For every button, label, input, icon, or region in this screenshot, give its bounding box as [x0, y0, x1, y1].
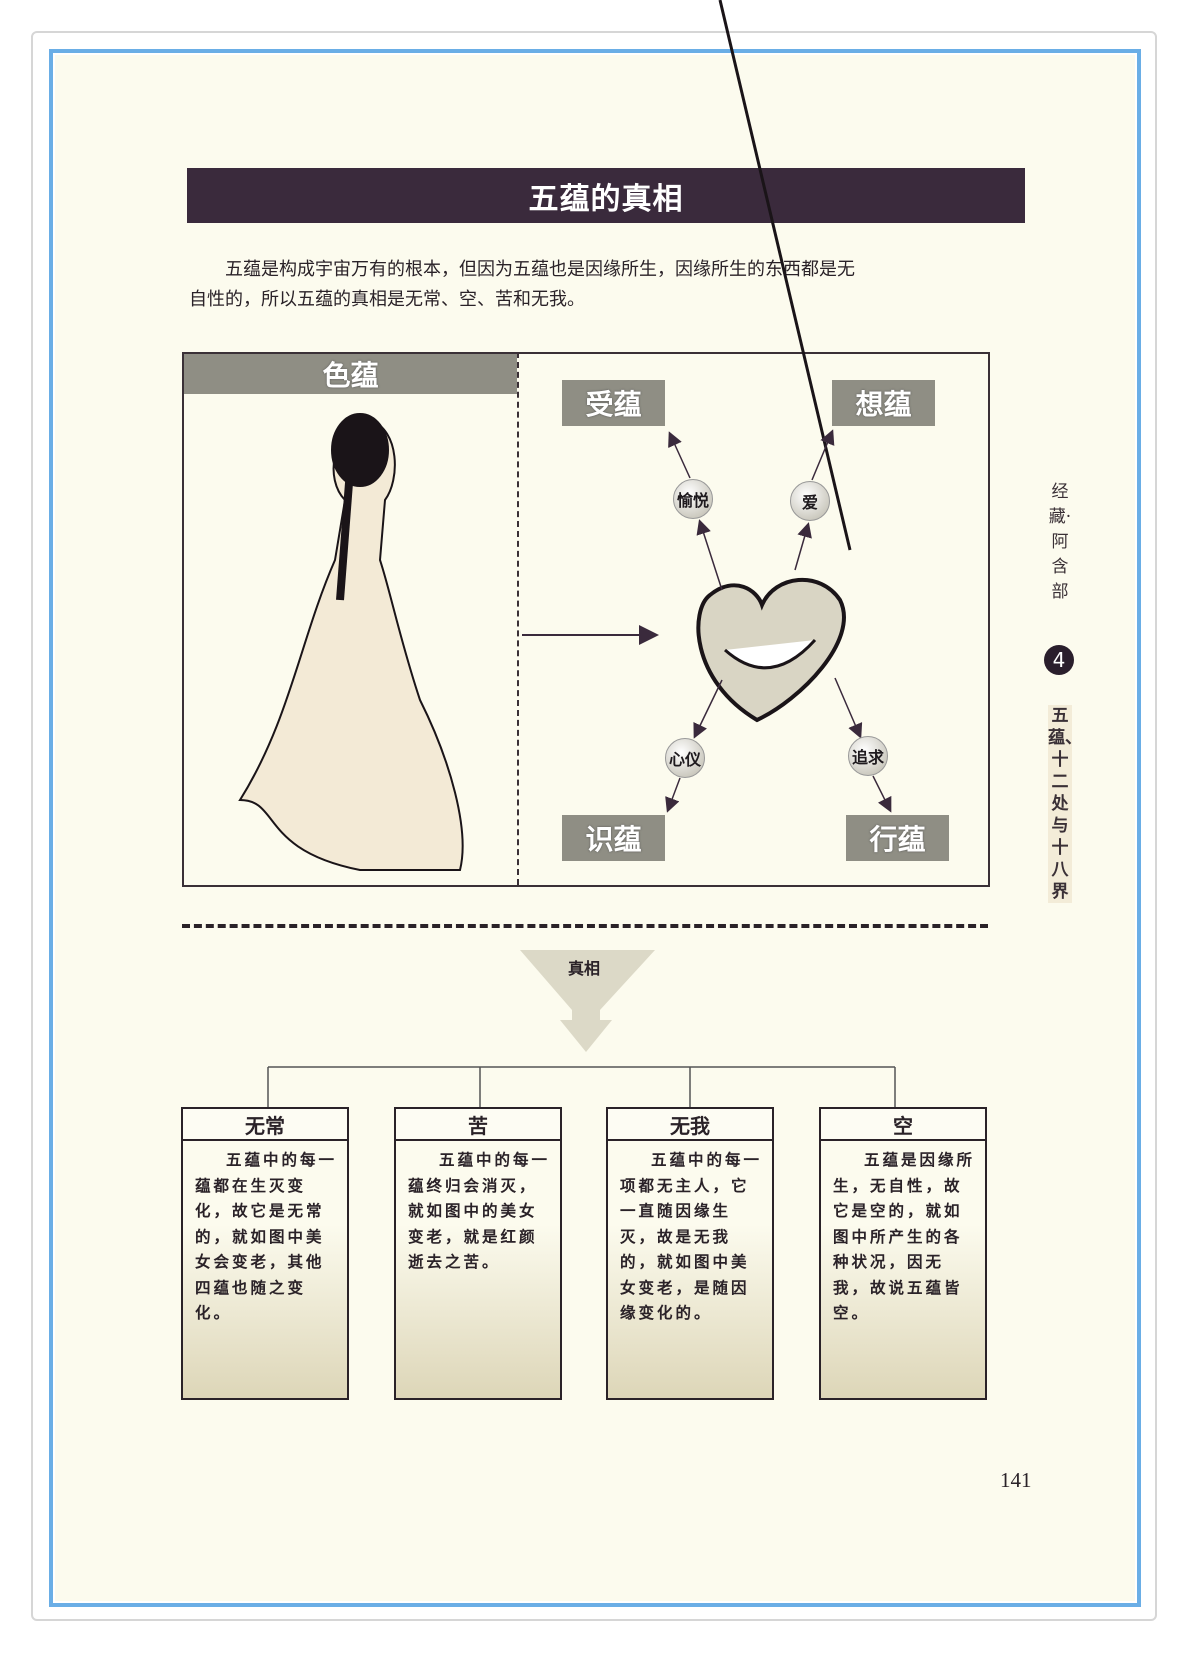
label-rupa: 色蕴 — [184, 354, 517, 394]
side-series: 经藏·阿含部 — [1048, 482, 1072, 602]
intro-line-1: 五蕴是构成宇宙万有的根本，但因为五蕴也是因缘所生，因缘所生的东西都是无 — [225, 259, 855, 280]
card-emptiness: 空五蕴是因缘所生，无自性，故它是空的，就如图中所产生的各种状况，因无我，故说五蕴… — [819, 1107, 987, 1400]
card-suffering: 苦五蕴中的每一蕴终归会消灭，就如图中的美女变老，就是红颜逝去之苦。 — [394, 1107, 562, 1400]
card-non-self: 无我五蕴中的每一项都无主人，它一直随因缘生灭，故是无我的，就如图中美女变老，是随… — [606, 1107, 774, 1400]
truth-arrow — [520, 950, 655, 1052]
intro-line-2: 自性的，所以五蕴的真相是无常、空、苦和无我。 — [189, 289, 585, 310]
card-text: 五蕴是因缘所生，无自性，故它是空的，就如图中所产生的各种状况，因无我，故说五蕴皆… — [833, 1150, 976, 1322]
card-title: 苦 — [396, 1109, 560, 1141]
diagram-divider — [517, 352, 519, 885]
card-title: 无我 — [608, 1109, 772, 1141]
card-text: 五蕴中的每一项都无主人，它一直随因缘生灭，故是无我的，就如图中美女变老，是随因缘… — [620, 1150, 763, 1322]
five-aggregates-diagram — [182, 352, 990, 887]
card-title: 无常 — [183, 1109, 347, 1141]
side-chapter: 五蕴、十二处与十八界 — [1048, 705, 1082, 903]
card-text: 五蕴中的每一蕴都在生灭变化，故它是无常的，就如图中美女会变老，其他四蕴也随之变化… — [195, 1150, 338, 1322]
section-divider — [182, 924, 988, 928]
card-title: 空 — [821, 1109, 985, 1141]
chapter-number-badge: 4 — [1044, 645, 1074, 675]
page-title: 五蕴的真相 — [187, 168, 1025, 223]
heart-icon — [696, 0, 852, 723]
label-vedana: 受蕴 — [562, 380, 665, 426]
label-vijnana: 识蕴 — [562, 815, 665, 861]
card-text: 五蕴中的每一蕴终归会消灭，就如图中的美女变老，就是红颜逝去之苦。 — [408, 1150, 551, 1271]
label-samjna: 想蕴 — [832, 380, 935, 426]
page-number: 141 — [1000, 1468, 1032, 1492]
card-impermanence: 无常五蕴中的每一蕴都在生灭变化，故它是无常的，就如图中美女会变老，其他四蕴也随之… — [181, 1107, 349, 1400]
bubble-joy: 愉悦 — [673, 479, 713, 519]
bubble-fond: 心仪 — [665, 738, 705, 778]
connector-lines — [267, 1066, 896, 1107]
truth-label: 真相 — [568, 959, 601, 978]
label-samskara: 行蕴 — [846, 815, 949, 861]
bubble-pursue: 追求 — [848, 736, 888, 776]
bubble-love: 爱 — [790, 481, 830, 521]
lady-illustration — [238, 413, 464, 871]
